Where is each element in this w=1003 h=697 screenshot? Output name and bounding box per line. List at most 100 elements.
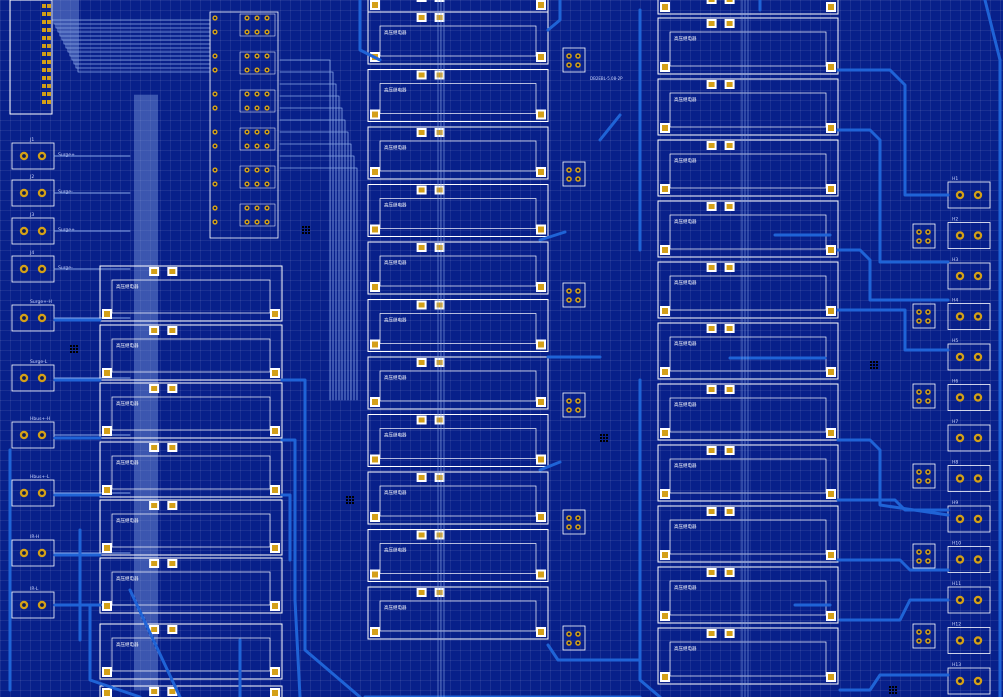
corner-pad-core (538, 226, 544, 233)
copper-trace (598, 113, 622, 142)
pad-hole (976, 557, 980, 562)
terminal-label: H1 (952, 176, 958, 182)
relay-module: 高压继电器 (367, 299, 549, 352)
module-top-pad-core (418, 590, 425, 595)
pad-hole (213, 106, 217, 110)
module-top-pad-core (169, 689, 176, 694)
relay-module: 高压继电器 (367, 356, 549, 410)
module-title: 高压继电器 (384, 87, 407, 94)
corner-pad-core (662, 64, 668, 70)
left-terminal: Hbus+-H (11, 416, 55, 449)
pad-hole (265, 16, 269, 20)
corner-pad-core (272, 370, 278, 376)
module-top-pad-core (169, 386, 176, 391)
copper-trace (57, 0, 211, 33)
terminal-label: H6 (952, 379, 958, 385)
copper-trace (88, 603, 142, 697)
pad-hole (926, 479, 930, 483)
corner-pad-core (662, 4, 668, 10)
header-pin (47, 28, 51, 32)
header-pin (42, 92, 46, 96)
copper-trace (538, 230, 567, 242)
module-outline (99, 382, 283, 439)
corner-pad-core (538, 111, 544, 118)
pad-hole (255, 92, 259, 96)
terminal-outline (947, 303, 991, 330)
pad-hole (213, 206, 217, 210)
module-top-pad-core (418, 245, 425, 250)
relay-module: 高压继电器 (367, 586, 549, 640)
copper-trace (836, 308, 950, 352)
corner-pad-core (272, 603, 278, 609)
terminal-outline (947, 586, 991, 614)
corner-pad-core (372, 399, 378, 405)
via (305, 229, 307, 231)
corner-pad-core (828, 552, 834, 558)
pad-hole (976, 436, 980, 440)
pad-hole (917, 470, 921, 474)
pad-hole (255, 182, 259, 186)
relay-module (99, 685, 283, 697)
corner-pad-core (828, 674, 834, 680)
pad-hole (576, 641, 580, 645)
pad-hole (576, 516, 580, 520)
module-top-pad-core (726, 570, 733, 575)
relay-module: 高压继电器 (99, 623, 283, 680)
relay-module: 高压继电器 (367, 241, 549, 295)
corner-pad-core (104, 487, 110, 493)
net-label: Surge- (58, 189, 73, 195)
pad-hole (265, 182, 269, 186)
header-pin (42, 28, 46, 32)
pad-hole (245, 16, 249, 20)
module-title: 高压继电器 (674, 645, 697, 652)
pad-hole (255, 220, 259, 224)
pad-hole (926, 470, 930, 474)
via (73, 348, 75, 350)
terminal-outline (947, 505, 991, 533)
corner-pad-core (662, 674, 668, 680)
corner-pad-core (372, 284, 378, 290)
tb-outline (912, 543, 936, 569)
module-title: 高压继电器 (116, 400, 139, 407)
via (876, 361, 878, 363)
via (76, 345, 78, 347)
module-top-pad-core (708, 448, 715, 453)
pad-hole (40, 229, 44, 233)
terminal-outline (11, 255, 55, 283)
pad-hole (976, 395, 980, 400)
corner-pad-core (828, 125, 834, 131)
terminal-label: Hbus+-L (30, 474, 50, 480)
module-inner (379, 313, 537, 344)
via (600, 434, 602, 436)
terminal-outline (947, 262, 991, 290)
via (302, 226, 304, 228)
pad-hole (917, 319, 921, 323)
pad-hole (917, 550, 921, 554)
corner-pad-core (538, 456, 544, 463)
relay-module: 高压继电器 (99, 441, 283, 498)
pad-hole (576, 289, 580, 293)
corner-pad-core (538, 629, 544, 635)
via (889, 692, 891, 694)
header-pin (47, 84, 51, 88)
terminal-block (562, 625, 586, 651)
pad-hole (958, 557, 962, 562)
module-top-pad-core (418, 15, 425, 20)
module-title: 高压继电器 (674, 462, 697, 469)
pad-hole (576, 408, 580, 412)
relay-module: 高压继电器 (99, 557, 283, 614)
terminal-label: IR-L (30, 586, 39, 592)
pad-hole (255, 54, 259, 58)
corner-pad-core (538, 399, 544, 405)
pad-hole (40, 154, 44, 158)
terminal-outline (11, 217, 55, 245)
module-top-pad-core (708, 387, 715, 392)
pad-hole (213, 144, 217, 148)
tb-outline (562, 392, 586, 418)
module-title: 高压继电器 (116, 517, 139, 524)
pad-hole (567, 632, 571, 636)
copper-trace (71, 0, 211, 61)
module-outline (99, 441, 283, 498)
corner-pad-core (104, 370, 110, 376)
pad-hole (40, 491, 44, 495)
